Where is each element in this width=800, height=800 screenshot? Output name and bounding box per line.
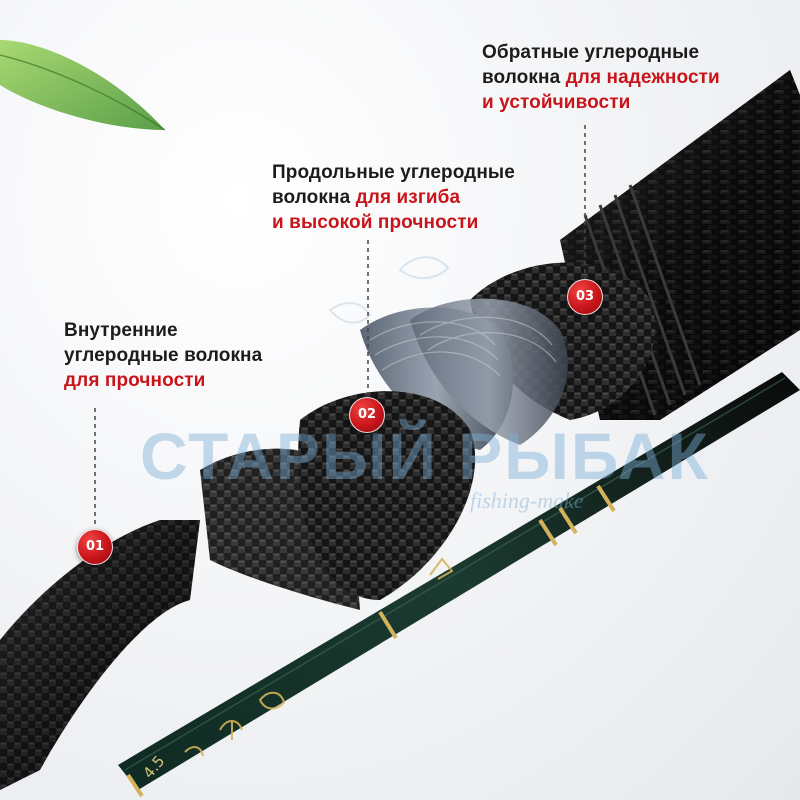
callout-text: волокна bbox=[482, 67, 566, 88]
callout-line: волокна для надежности bbox=[482, 65, 720, 90]
callout-highlight: для надежности bbox=[565, 67, 720, 88]
callout-line: Продольные углеродные bbox=[272, 162, 515, 183]
watermark-subtitle: fishing-make bbox=[470, 488, 584, 513]
leaf-icon bbox=[0, 40, 166, 131]
callout-highlight: для изгиба bbox=[355, 187, 461, 208]
callout-line: углеродные волокна bbox=[64, 345, 263, 366]
callout-line: волокна для изгиба bbox=[272, 185, 515, 210]
callout-highlight: и устойчивости bbox=[482, 92, 631, 113]
callout-line: Обратные углеродные bbox=[482, 42, 700, 63]
callout-highlight: для прочности bbox=[64, 370, 206, 391]
badge-03: 03 bbox=[567, 279, 603, 315]
callout-highlight: и высокой прочности bbox=[272, 212, 479, 233]
leader-lines bbox=[94, 125, 586, 528]
callout-text: волокна bbox=[272, 187, 356, 208]
callout-reverse-fibers: Обратные углеродные волокна для надежнос… bbox=[482, 40, 720, 115]
callout-longitudinal-fibers: Продольные углеродные волокна для изгиба… bbox=[272, 160, 515, 235]
callout-line: Внутренние bbox=[64, 320, 178, 341]
callout-inner-fibers: Внутренние углеродные волокна для прочно… bbox=[64, 318, 262, 393]
badge-02: 02 bbox=[349, 397, 385, 433]
watermark: СТАРЫЙ РЫБАК bbox=[140, 419, 710, 493]
badge-01: 01 bbox=[77, 529, 113, 565]
fishing-rod bbox=[118, 372, 800, 798]
